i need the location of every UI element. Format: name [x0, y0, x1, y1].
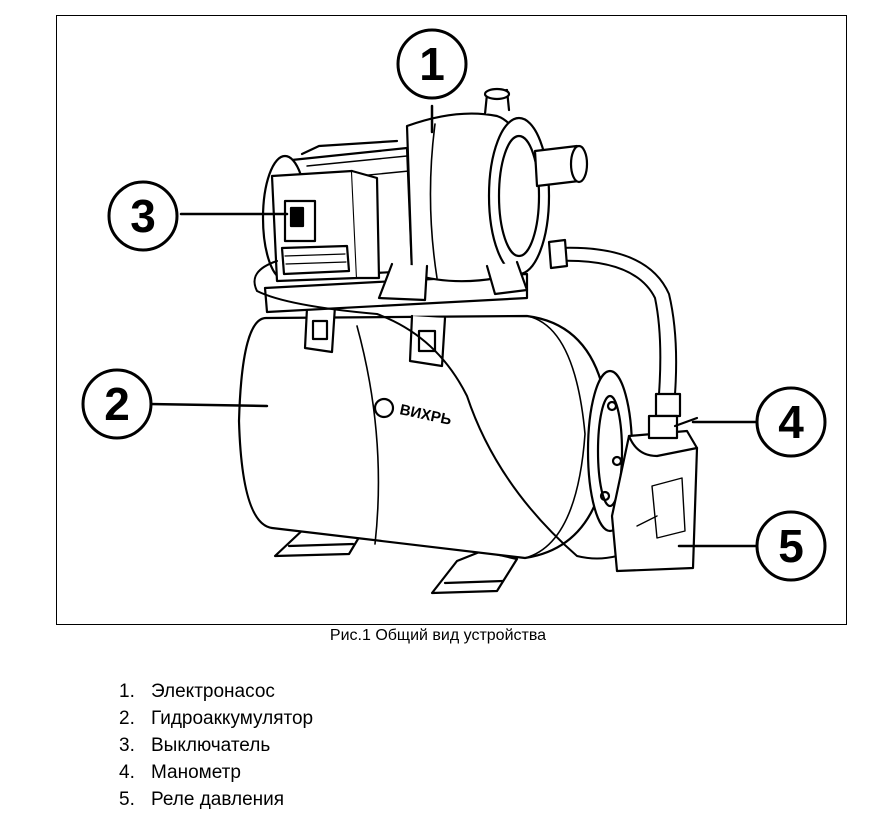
- pressure-switch: [610, 429, 699, 573]
- callout-label-2: 2: [104, 378, 130, 430]
- manometer: [647, 414, 699, 440]
- tank-foot-right: [430, 549, 519, 595]
- legend-item: 5.Реле давления: [119, 789, 285, 810]
- callout-circle-3: [107, 180, 179, 252]
- parts-legend: 1.Электронасос 2.Гидроаккумулятор 3.Выкл…: [119, 678, 313, 813]
- callout-label-1: 1: [419, 38, 445, 90]
- callout-label-3: 3: [130, 190, 156, 242]
- figure-frame: 1 2 3 4 5 ВИХРЬ: [56, 15, 847, 625]
- callout-label-4: 4: [778, 396, 804, 448]
- pump-station-illustration: 1 2 3 4 5 ВИХРЬ: [81, 28, 827, 595]
- legend-item: 3.Выключатель: [119, 735, 271, 756]
- switch-box: [270, 169, 381, 283]
- figure-caption: Рис.1 Общий вид устройства: [329, 627, 547, 644]
- callout-circle-1: [396, 28, 468, 100]
- hydro-accumulator-tank: [237, 314, 634, 560]
- legend-item: 1.Электронасос: [119, 681, 275, 702]
- callout-label-5: 5: [778, 520, 804, 572]
- legend-item: 4.Манометр: [119, 762, 241, 783]
- legend-item: 2.Гидроаккумулятор: [119, 708, 314, 729]
- callout-circle-5: [755, 510, 827, 582]
- callout-circle-2: [81, 368, 153, 440]
- pressure-hose: [547, 238, 682, 418]
- callout-circle-4: [755, 386, 827, 458]
